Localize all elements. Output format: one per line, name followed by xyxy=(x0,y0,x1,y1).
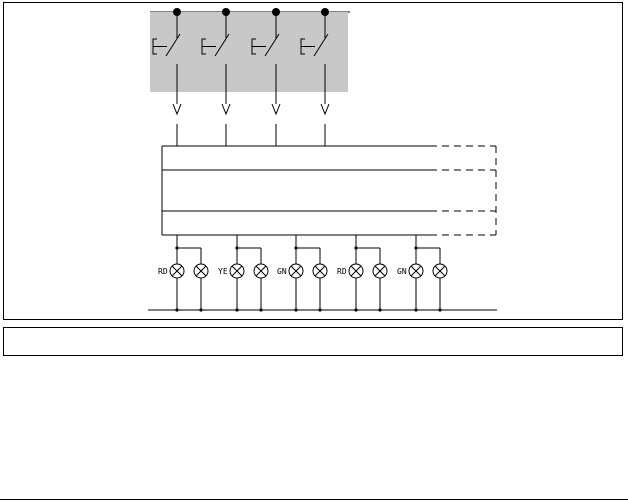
lamp-icon xyxy=(372,263,388,279)
switch-panel xyxy=(150,12,348,92)
lamp-group-4: RD xyxy=(337,235,388,312)
caption-box xyxy=(3,327,623,356)
push-switch-4 xyxy=(300,8,330,146)
switch-layer xyxy=(152,8,330,146)
diagram-frame xyxy=(3,2,623,320)
module-block xyxy=(161,145,497,236)
lamp-icon xyxy=(312,263,328,279)
lamp-layer: RD YE GN RD GN xyxy=(158,235,448,312)
lamp-color-label: YE xyxy=(218,267,228,276)
lamp-icon xyxy=(229,263,245,279)
lamp-icon xyxy=(253,263,269,279)
lamp-icon xyxy=(193,263,209,279)
lamp-icon xyxy=(288,263,304,279)
push-switch-2 xyxy=(201,8,231,146)
page-bottom-rule xyxy=(0,499,628,500)
lamp-color-label: GN xyxy=(397,267,407,276)
lamp-group-1: RD xyxy=(158,235,209,312)
lamp-icon xyxy=(408,263,424,279)
lamp-color-label: RD xyxy=(337,267,347,276)
lamp-icon xyxy=(169,263,185,279)
lamp-group-3: GN xyxy=(277,235,328,312)
lamp-color-label: RD xyxy=(158,267,168,276)
lamp-group-5: GN xyxy=(397,235,448,312)
lamp-icon xyxy=(348,263,364,279)
lamp-color-label: GN xyxy=(277,267,287,276)
push-switch-1 xyxy=(152,8,182,146)
push-switch-3 xyxy=(251,8,281,146)
lamp-group-2: YE xyxy=(218,235,269,312)
lamp-icon xyxy=(432,263,448,279)
